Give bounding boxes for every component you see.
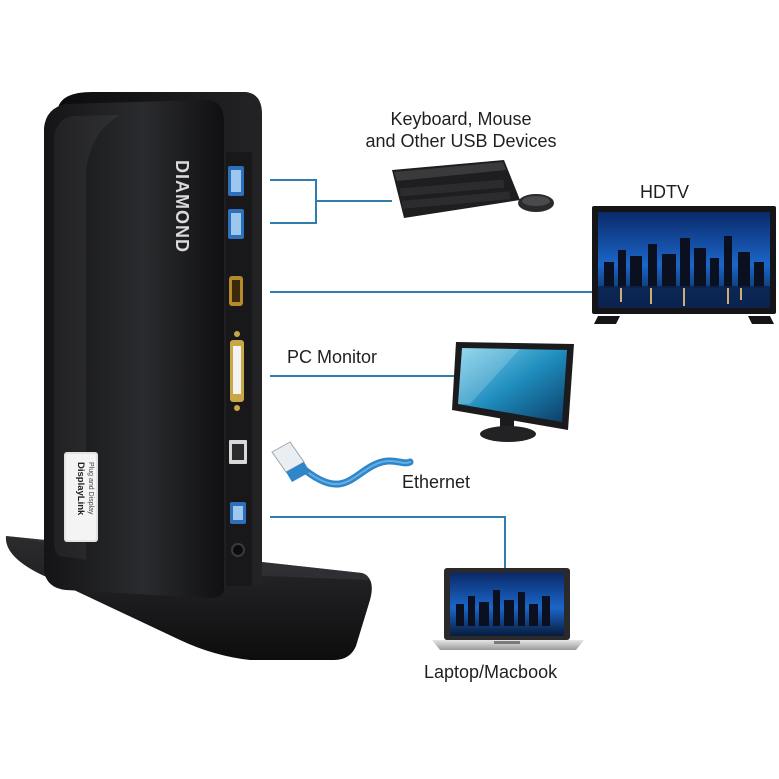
ethernet-cable-illustration xyxy=(271,441,414,488)
port-column xyxy=(226,152,252,586)
usb-devices-label-line1: Keyboard, Mouse xyxy=(390,109,532,129)
badge-line2: Plug and Display xyxy=(87,462,94,515)
dock-body: DIAMOND DisplayLink Plug and Display xyxy=(44,92,262,598)
ethernet-label: Ethernet xyxy=(402,472,471,492)
laptop-connector-line xyxy=(270,516,506,568)
connector-lines xyxy=(270,179,592,568)
usb-devices-label: Keyboard, Mouse and Other USB Devices xyxy=(350,108,572,152)
usb-connector-line xyxy=(270,179,392,224)
badge-line1: DisplayLink xyxy=(75,462,86,516)
laptop-illustration xyxy=(432,568,584,650)
pc-monitor-illustration xyxy=(452,342,574,442)
dc-power-jack xyxy=(231,543,245,557)
pc-monitor-label: PC Monitor xyxy=(287,347,378,367)
hdtv-label: HDTV xyxy=(640,182,689,202)
hdtv-illustration xyxy=(592,206,776,324)
laptop-label: Laptop/Macbook xyxy=(424,662,558,682)
brand-logo: DIAMOND xyxy=(172,160,192,253)
keyboard-mouse-illustration xyxy=(392,160,554,218)
usb-devices-label-line2: and Other USB Devices xyxy=(365,131,557,151)
